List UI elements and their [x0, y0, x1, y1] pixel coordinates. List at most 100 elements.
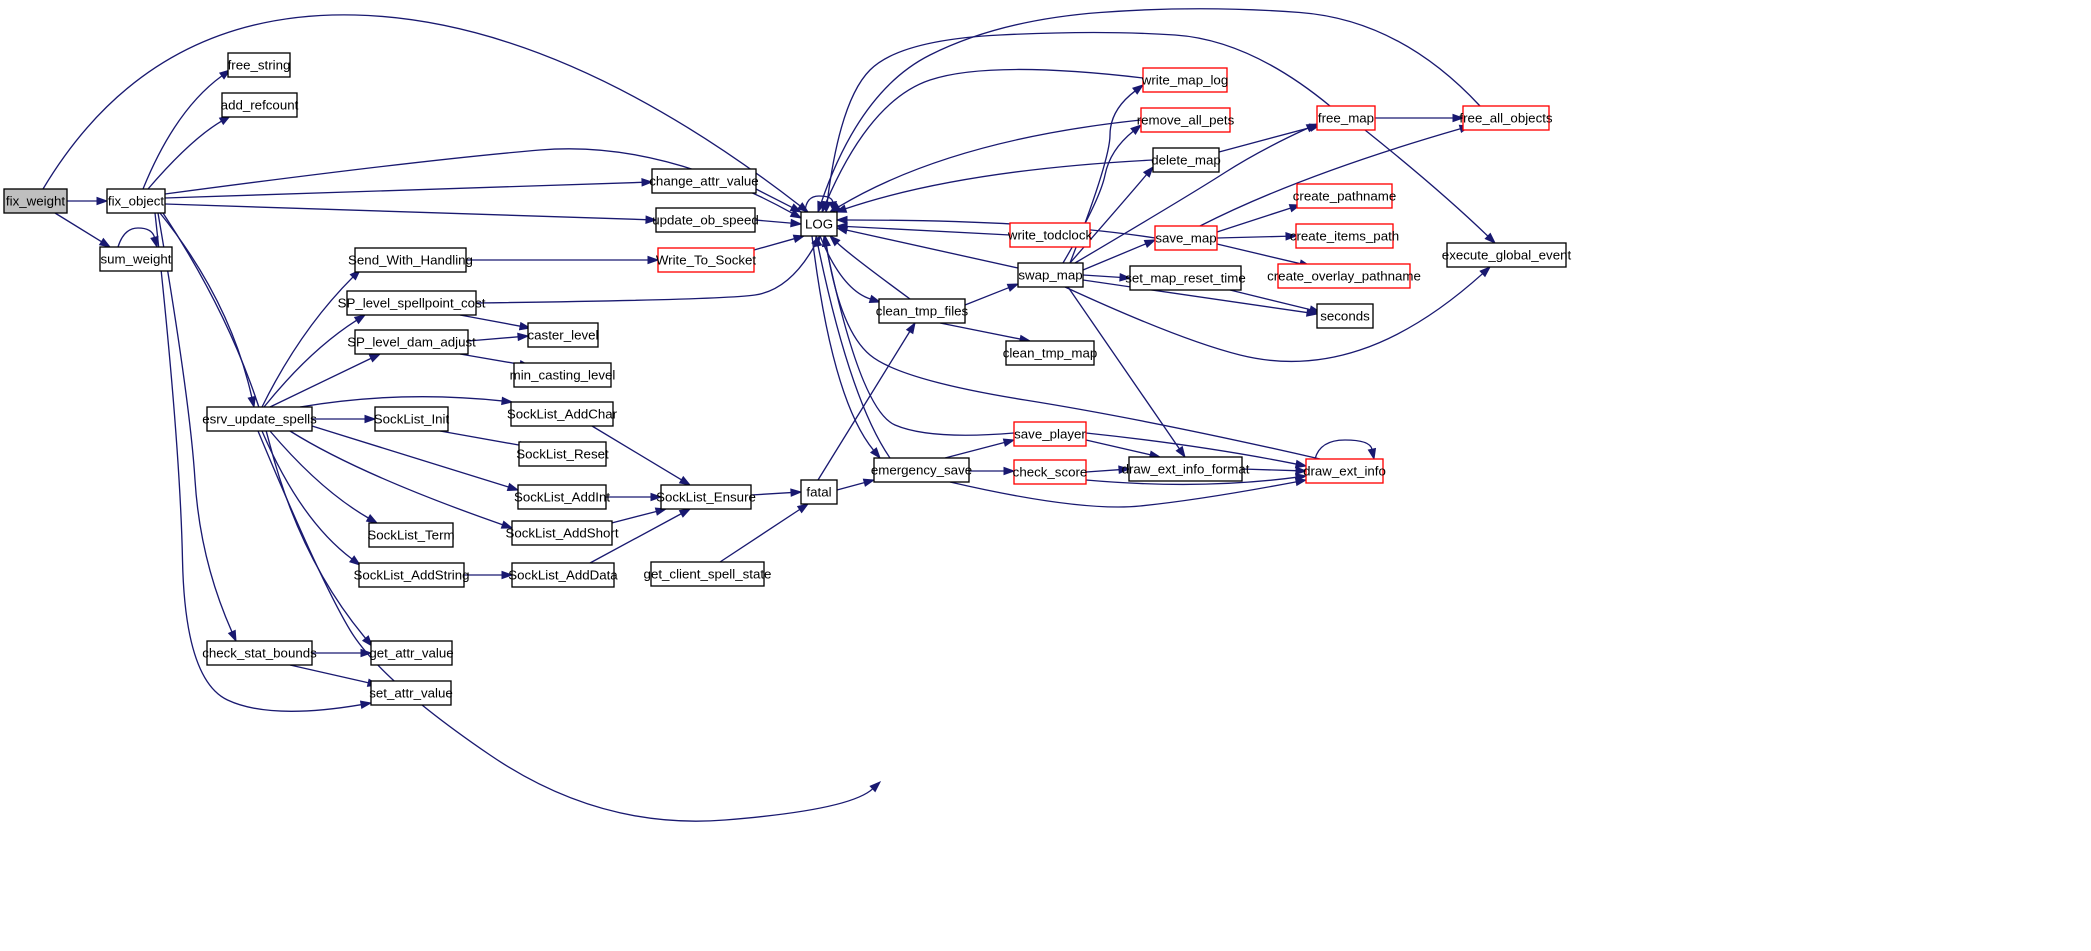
node-write_map_log[interactable]: write_map_log: [1141, 67, 1228, 93]
node-box: [1013, 421, 1087, 447]
node-free_all_objects[interactable]: free_all_objects: [1459, 105, 1553, 131]
node-SockList_Init[interactable]: SockList_Init: [374, 406, 450, 432]
edge-Send_With_Handling-to-Write_To_Socket: [466, 255, 660, 265]
arrowhead: [823, 201, 832, 214]
arrowhead: [834, 204, 848, 213]
edge-draw_ext_info-to-draw_ext_info: [1314, 439, 1377, 461]
node-Write_To_Socket[interactable]: Write_To_Socket: [656, 247, 757, 273]
node-get_client_spell_state[interactable]: get_client_spell_state: [644, 561, 772, 587]
node-label: Write_To_Socket: [656, 253, 757, 268]
edge-clean_tmp_files-to-swap_map: [964, 283, 1020, 306]
node-create_pathname[interactable]: create_pathname: [1293, 183, 1397, 209]
node-draw_ext_info[interactable]: draw_ext_info: [1303, 458, 1386, 484]
edge-line: [1199, 128, 1461, 227]
node-SockList_Term[interactable]: SockList_Term: [367, 522, 455, 548]
arrowhead: [1002, 438, 1016, 447]
edge-SockList_AddInt-to-SockList_Ensure: [606, 492, 663, 502]
node-create_items_path[interactable]: create_items_path: [1290, 223, 1399, 249]
node-box: [3, 188, 68, 214]
node-SockList_AddData[interactable]: SockList_AddData: [508, 562, 618, 588]
edge-save_map-to-create_pathname: [1216, 204, 1302, 233]
arrowhead: [790, 218, 803, 228]
node-remove_all_pets[interactable]: remove_all_pets: [1137, 107, 1235, 133]
node-update_ob_speed[interactable]: update_ob_speed: [652, 207, 759, 233]
node-label: LOG: [805, 217, 833, 232]
node-min_casting_level[interactable]: min_casting_level: [510, 362, 616, 388]
edge-line: [439, 430, 521, 446]
node-write_todclock[interactable]: write_todclock: [1007, 222, 1093, 248]
edge-line: [459, 314, 521, 327]
node-SockList_AddString[interactable]: SockList_AddString: [353, 562, 470, 588]
node-LOG[interactable]: LOG: [800, 211, 838, 237]
edge-fatal-to-emergency_save: [836, 478, 876, 491]
node-check_stat_bounds[interactable]: check_stat_bounds: [202, 640, 317, 666]
node-free_map[interactable]: free_map: [1316, 105, 1376, 131]
node-SP_level_spellpoint_cost[interactable]: SP_level_spellpoint_cost: [338, 290, 486, 316]
node-clean_tmp_map[interactable]: clean_tmp_map: [1003, 340, 1098, 366]
edge-line: [1085, 432, 1297, 465]
node-box: [206, 406, 313, 432]
edge-check_score-to-draw_ext_info: [1085, 473, 1308, 486]
edge-swap_map-to-save_map: [1082, 239, 1157, 271]
edge-line: [117, 227, 156, 248]
node-esrv_update_spells[interactable]: esrv_update_spells: [202, 406, 317, 432]
node-change_attr_value[interactable]: change_attr_value: [649, 168, 759, 194]
node-save_player[interactable]: save_player: [1013, 421, 1087, 447]
edge-line: [164, 203, 647, 221]
node-box: [106, 188, 166, 214]
node-execute_global_event[interactable]: execute_global_event: [1442, 242, 1572, 268]
node-label: Send_With_Handling: [348, 253, 473, 268]
node-add_refcount[interactable]: add_refcount: [221, 92, 299, 118]
node-create_overlay_pathname[interactable]: create_overlay_pathname: [1267, 263, 1421, 289]
node-SockList_AddInt[interactable]: SockList_AddInt: [514, 484, 610, 510]
arrowhead: [869, 447, 881, 460]
node-seconds[interactable]: seconds: [1316, 303, 1374, 329]
node-free_string[interactable]: free_string: [227, 52, 291, 78]
edge-check_score-to-draw_ext_info_format: [1085, 465, 1131, 475]
node-label: check_score: [1013, 465, 1088, 480]
arrowhead: [1452, 113, 1465, 123]
edge-line: [817, 245, 891, 459]
node-emergency_save[interactable]: emergency_save: [871, 457, 972, 483]
node-delete_map[interactable]: delete_map: [1151, 147, 1221, 173]
node-fix_object[interactable]: fix_object: [106, 188, 166, 214]
arrowhead: [517, 332, 530, 342]
node-SockList_Ensure[interactable]: SockList_Ensure: [656, 484, 756, 510]
node-label: set_map_reset_time: [1125, 271, 1245, 286]
node-SockList_AddChar[interactable]: SockList_AddChar: [507, 401, 618, 427]
node-label: sum_weight: [101, 252, 172, 267]
edge-free_map-to-LOG: [823, 31, 1331, 214]
node-Send_With_Handling[interactable]: Send_With_Handling: [348, 247, 473, 273]
node-box: [655, 207, 756, 233]
node-box: [1142, 67, 1228, 93]
node-label: SP_level_spellpoint_cost: [338, 296, 486, 311]
node-label: free_map: [1318, 111, 1374, 126]
node-get_attr_value[interactable]: get_attr_value: [369, 640, 454, 666]
node-SP_level_dam_adjust[interactable]: SP_level_dam_adjust: [347, 329, 476, 355]
arrowhead: [150, 235, 159, 249]
node-caster_level[interactable]: caster_level: [527, 322, 599, 348]
node-set_attr_value[interactable]: set_attr_value: [369, 680, 453, 706]
node-clean_tmp_files[interactable]: clean_tmp_files: [876, 298, 969, 324]
edge-swap_map-to-LOG: [835, 226, 1019, 269]
node-box: [511, 562, 615, 588]
node-save_map[interactable]: save_map: [1154, 225, 1218, 251]
edge-line: [939, 322, 1021, 340]
node-fatal[interactable]: fatal: [800, 479, 838, 505]
node-label: SockList_AddShort: [505, 526, 618, 541]
edge-change_attr_value-to-LOG: [755, 188, 803, 213]
arrowhead: [1295, 473, 1308, 482]
arrowhead: [835, 215, 848, 225]
node-check_score[interactable]: check_score: [1013, 459, 1088, 485]
edge-line: [754, 219, 792, 224]
node-draw_ext_info_format[interactable]: draw_ext_info_format: [1122, 456, 1250, 482]
edge-line: [1069, 90, 1136, 264]
node-swap_map[interactable]: swap_map: [1017, 262, 1084, 288]
node-SockList_AddShort[interactable]: SockList_AddShort: [505, 520, 619, 546]
edge-line: [1216, 235, 1287, 239]
edge-save_player-to-LOG: [821, 234, 1015, 436]
node-sum_weight[interactable]: sum_weight: [99, 246, 173, 272]
edge-line: [1085, 469, 1120, 473]
node-set_map_reset_time[interactable]: set_map_reset_time: [1125, 265, 1246, 291]
node-SockList_Reset[interactable]: SockList_Reset: [516, 441, 609, 467]
